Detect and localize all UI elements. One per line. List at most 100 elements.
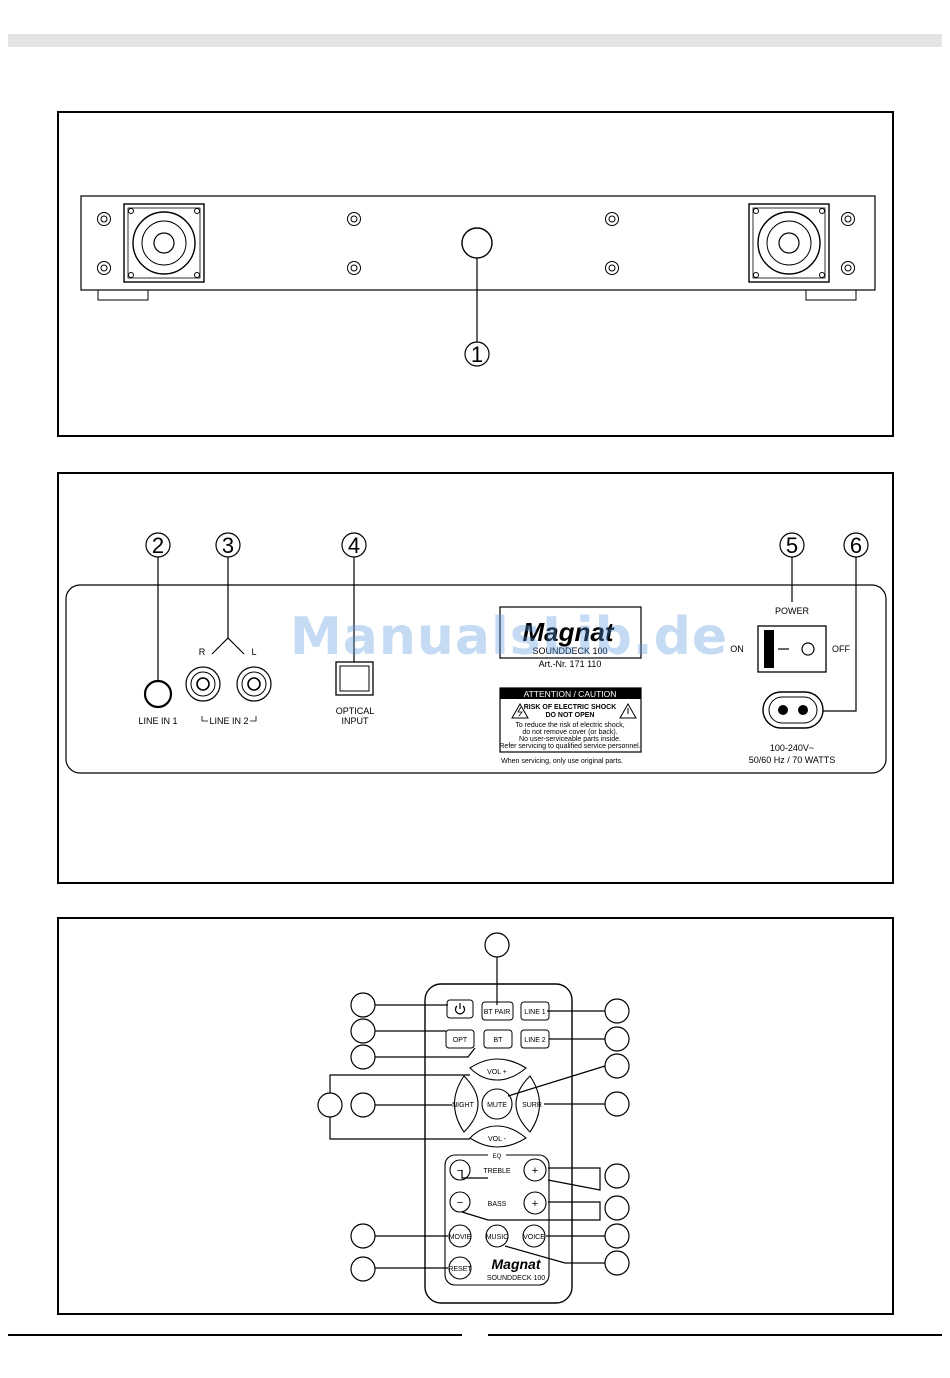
opt-button xyxy=(445,1029,475,1049)
brand-plate-model: SOUNDDECK 100 xyxy=(532,646,607,656)
bass-label: BASS xyxy=(488,1201,507,1208)
bass-plus-label: + xyxy=(532,1198,538,1210)
bass-minus-button xyxy=(449,1191,471,1213)
mute-label: MUTE xyxy=(487,1102,507,1109)
rear-view-panel xyxy=(57,472,894,884)
treble-label: TREBLE xyxy=(483,1168,511,1175)
mains-socket xyxy=(762,691,824,729)
rca-r-label: R xyxy=(199,647,206,657)
caution-text-3: No user-serviceable parts inside. xyxy=(519,736,621,743)
night-button xyxy=(453,1075,479,1133)
vol-plus-label: VOL + xyxy=(487,1069,507,1076)
line-in-1-jack xyxy=(143,679,173,709)
treble-plus-button xyxy=(523,1158,547,1182)
treble-plus-label: + xyxy=(532,1165,538,1177)
rca-l-jack xyxy=(236,666,272,702)
line-in-2-label: LINE IN 2 xyxy=(209,716,248,726)
optical-label-1: OPTICAL xyxy=(336,706,375,716)
treble-minus-label: − xyxy=(457,1165,463,1177)
surr-label: SURR xyxy=(522,1102,542,1109)
music-label: MUSIC xyxy=(486,1234,509,1241)
callout-5-label: 5 xyxy=(786,533,798,558)
eq-label: EQ xyxy=(493,1154,502,1160)
callout-lines xyxy=(329,957,606,1269)
brand-plate-logo: Magnat xyxy=(523,617,615,647)
caution-title: ATTENTION / CAUTION xyxy=(524,689,617,699)
brand-plate xyxy=(499,606,642,659)
caution-risk-1: RISK OF ELECTRIC SHOCK xyxy=(524,704,617,711)
vol-minus-button xyxy=(469,1125,527,1148)
voice-button xyxy=(522,1224,546,1248)
bt-button xyxy=(483,1029,513,1049)
line2-button xyxy=(520,1029,550,1049)
warning-icon xyxy=(511,702,529,719)
watermark: ManualsLib.de xyxy=(290,607,729,667)
line1-button xyxy=(520,1001,550,1021)
caution-text-1: To reduce the risk of electric shock, xyxy=(515,722,624,729)
movie-button xyxy=(448,1224,472,1248)
voice-label: VOICE xyxy=(523,1234,545,1241)
callout-6-label: 6 xyxy=(850,533,862,558)
reset-button xyxy=(448,1256,472,1280)
caution-text-4: Refer servicing to qualified service per… xyxy=(499,743,640,750)
bt-label: BT xyxy=(494,1037,504,1044)
vol-minus-label: VOL - xyxy=(488,1136,507,1143)
remote-body xyxy=(424,983,573,1304)
power-label: POWER xyxy=(775,606,810,616)
footer-rule-right xyxy=(488,1334,942,1336)
surr-button xyxy=(515,1075,541,1133)
power-off-label: OFF xyxy=(832,644,850,654)
right-foot xyxy=(805,289,857,301)
rear-body xyxy=(65,584,887,774)
voltage-label: 100-240V~ xyxy=(770,743,814,753)
left-speaker-icon xyxy=(123,203,205,283)
callout-2-label: 2 xyxy=(152,533,164,558)
caution-text-2: do not remove cover (or back). xyxy=(522,729,617,736)
line2-label: LINE 2 xyxy=(524,1037,546,1044)
bt-pair-button xyxy=(481,1001,514,1021)
front-view-panel xyxy=(57,111,894,437)
footer-rule-left xyxy=(8,1334,462,1336)
reset-label: RESET xyxy=(448,1266,472,1273)
line1-label: LINE 1 xyxy=(524,1009,546,1016)
power-button xyxy=(446,999,474,1019)
optical-input-port xyxy=(335,661,374,696)
callout-3-label: 3 xyxy=(222,533,234,558)
header-bar xyxy=(8,34,942,47)
movie-label: MOVIE xyxy=(449,1234,472,1241)
soundbar-body xyxy=(80,195,876,291)
caution-risk-2: DO NOT OPEN xyxy=(545,712,594,719)
bt-pair-label: BT PAIR xyxy=(484,1009,511,1016)
night-label: NIGHT xyxy=(452,1102,475,1109)
frequency-label: 50/60 Hz / 70 WATTS xyxy=(749,755,836,765)
power-icon xyxy=(454,1003,466,1015)
vol-plus-button xyxy=(469,1058,527,1081)
brand-plate-art: Art.-Nr. 171 110 xyxy=(539,659,602,669)
optical-label-2: INPUT xyxy=(342,716,370,726)
rca-l-label: L xyxy=(251,647,256,657)
servicing-note: When servicing, only use original parts. xyxy=(501,758,623,765)
mute-button xyxy=(481,1088,513,1120)
right-speaker-icon xyxy=(748,203,830,283)
rca-r-jack xyxy=(185,666,221,702)
bass-minus-label: − xyxy=(457,1197,463,1209)
dpad xyxy=(453,1058,541,1148)
screw-icons xyxy=(97,212,855,275)
left-foot xyxy=(97,289,149,301)
callout-1-label: 1 xyxy=(471,342,483,367)
power-on-label: ON xyxy=(730,644,744,654)
remote-brand-logo: Magnat xyxy=(492,1256,542,1272)
music-button xyxy=(485,1224,509,1248)
bass-plus-button xyxy=(523,1191,547,1215)
callout-1 xyxy=(464,341,490,367)
exclamation-icon xyxy=(619,702,637,719)
opt-label: OPT xyxy=(453,1037,468,1044)
treble-minus-button xyxy=(449,1159,471,1181)
line-in-1-label: LINE IN 1 xyxy=(138,716,177,726)
callout-4-label: 4 xyxy=(348,533,360,558)
remote-model-label: SOUNDDECK 100 xyxy=(487,1275,545,1282)
power-switch xyxy=(757,625,827,673)
